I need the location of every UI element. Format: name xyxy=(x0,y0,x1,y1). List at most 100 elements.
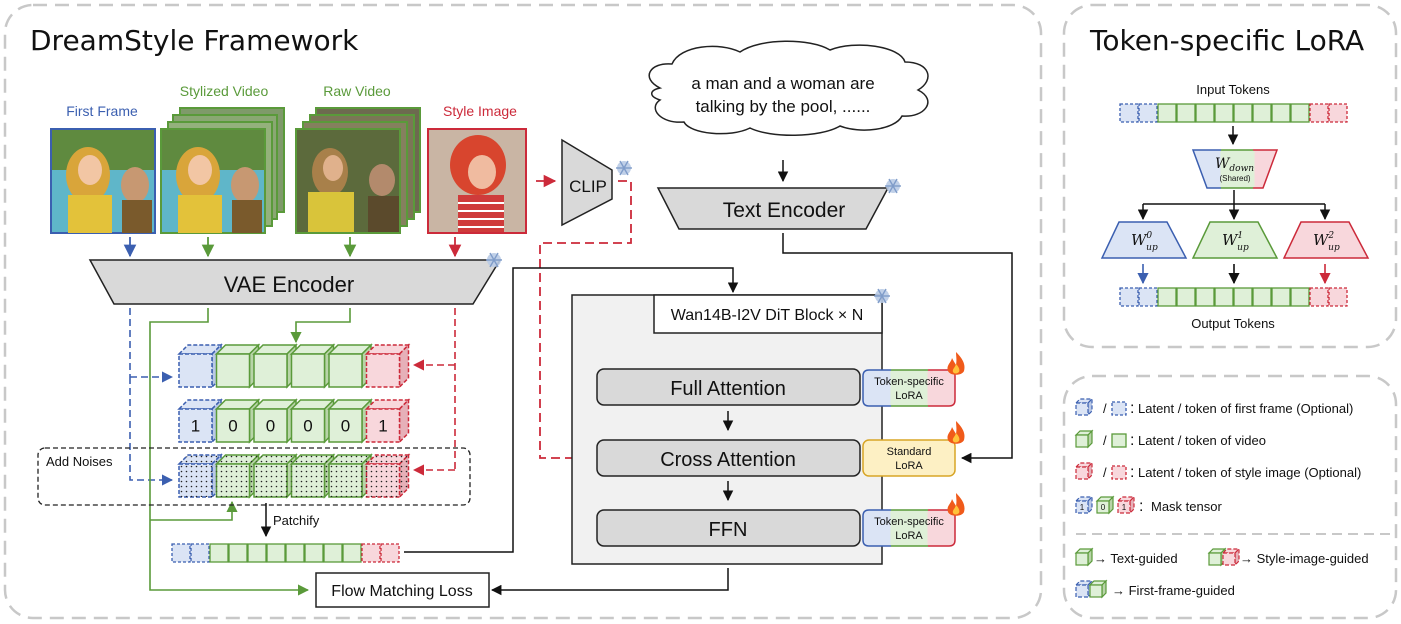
token xyxy=(1195,287,1215,307)
legend-text-1: Latent / token of first frame (Optional) xyxy=(1138,401,1353,416)
mask-cube: 0 xyxy=(252,398,298,444)
trainable-icon-lora-2 xyxy=(947,421,965,444)
input-tokens xyxy=(1119,103,1348,123)
style-image xyxy=(427,128,527,234)
stylized-video-frames xyxy=(160,107,285,234)
input-tokens-label: Input Tokens xyxy=(1196,82,1270,97)
noisy-latent-cube xyxy=(289,453,336,499)
text-encoder: Text Encoder xyxy=(656,187,890,230)
token xyxy=(380,543,400,563)
mask-value: 0 xyxy=(341,417,350,436)
arrow-blue-noise xyxy=(129,377,174,486)
legend-cube-icon xyxy=(1074,429,1094,449)
layer-full-attention: Full Attention xyxy=(596,368,861,406)
arrow-raw-latent xyxy=(290,308,351,344)
w-down-base: W xyxy=(1215,156,1231,172)
token xyxy=(247,543,267,563)
legend-item-3: / : Latent / token of style image (Optio… xyxy=(1103,464,1361,481)
noisy-latent-cube xyxy=(252,453,298,499)
patchify-label: Patchify xyxy=(273,513,320,528)
legend-cube-icon: 1 xyxy=(1074,495,1094,515)
legend-token-icon xyxy=(1111,401,1127,416)
legend-first-frame-guided: → First-frame-guided xyxy=(1112,583,1235,598)
token xyxy=(1271,103,1291,123)
lora-token-specific-2: Token-specific LoRA xyxy=(862,509,956,547)
mask-value: 1 xyxy=(191,417,200,436)
token xyxy=(1138,287,1158,307)
arrow-text-to-lora xyxy=(782,233,1013,464)
legend-colon-2: : xyxy=(1130,432,1134,449)
legend-cube-icon xyxy=(1074,461,1094,481)
dit-block-label: Wan14B-I2V DiT Block × N xyxy=(671,307,864,324)
arrow-dit-to-loss xyxy=(490,568,729,596)
legend-token-icon xyxy=(1111,465,1127,480)
mask-value: 1 xyxy=(378,417,387,436)
w-up-1-base: W xyxy=(1222,231,1239,249)
lora-1-line1: Token-specific xyxy=(874,376,944,388)
legend-text-2: Latent / token of video xyxy=(1138,433,1266,448)
token xyxy=(190,543,210,563)
mask-cube: 1 xyxy=(364,398,411,444)
cross-attention-label: Cross Attention xyxy=(660,449,796,471)
token xyxy=(1157,287,1177,307)
latent-cubes: 1 0 0 0 0 1 xyxy=(177,343,411,499)
w-down-note: (Shared) xyxy=(1219,174,1250,183)
token xyxy=(1119,287,1139,307)
token xyxy=(285,543,305,563)
arrow-green-to-noise xyxy=(150,500,238,521)
mask-value: 0 xyxy=(303,417,312,436)
legend-cube-icon: 0 xyxy=(1095,495,1115,515)
mask-value: 0 xyxy=(266,417,275,436)
mask-cube: 0 xyxy=(289,398,336,444)
mask-value: 1 xyxy=(1122,503,1127,512)
text-encoder-label: Text Encoder xyxy=(723,199,846,222)
first-frame-image xyxy=(50,128,156,234)
token xyxy=(1309,287,1329,307)
layer-cross-attention: Cross Attention xyxy=(596,439,861,477)
noisy-latent-cube xyxy=(364,453,411,499)
token xyxy=(1176,103,1196,123)
lora-title: Token-specific LoRA xyxy=(1089,24,1364,57)
output-tokens-label: Output Tokens xyxy=(1191,316,1275,331)
token xyxy=(342,543,362,563)
mask-value: 0 xyxy=(228,417,237,436)
w-up-0-sub: up xyxy=(1146,243,1158,253)
legend-sep-1: / xyxy=(1103,401,1107,416)
mask-cube: 1 xyxy=(177,398,223,444)
raw-video-frames xyxy=(295,107,421,234)
lora-2-line2: LoRA xyxy=(895,460,923,472)
legend-cube-icon xyxy=(1088,579,1108,599)
token xyxy=(228,543,248,563)
w-down-sub: down xyxy=(1229,164,1254,174)
trainable-icon-lora-3 xyxy=(947,493,965,516)
arrow-clip-to-cross-attention xyxy=(539,180,632,465)
token xyxy=(1328,287,1348,307)
token xyxy=(171,543,191,563)
flow-matching-label: Flow Matching Loss xyxy=(331,583,472,600)
lora-2-line1: Standard xyxy=(887,446,932,458)
legend-text-3: Latent / token of style image (Optional) xyxy=(1138,465,1361,480)
label-first-frame: First Frame xyxy=(66,103,138,119)
svg-text:Wdown: Wdown xyxy=(1215,156,1254,174)
token xyxy=(1290,103,1310,123)
legend-cube-icon: 1 xyxy=(1116,495,1136,515)
add-noises-label: Add Noises xyxy=(46,454,113,469)
main-panel xyxy=(3,3,1043,620)
token xyxy=(323,543,343,563)
lora-token-specific-1: Token-specific LoRA xyxy=(862,369,956,407)
frozen-icon-text-encoder xyxy=(884,178,902,194)
w-up-1-sub: up xyxy=(1237,243,1249,253)
mask-cube: 0 xyxy=(214,398,261,444)
vae-encoder: VAE Encoder xyxy=(88,259,502,305)
arrow-green-to-loss xyxy=(149,308,310,596)
full-attention-label: Full Attention xyxy=(670,378,786,400)
w-up-2-sup: 2 xyxy=(1327,231,1334,241)
token xyxy=(1119,103,1139,123)
legend-sep-2: / xyxy=(1103,433,1107,448)
